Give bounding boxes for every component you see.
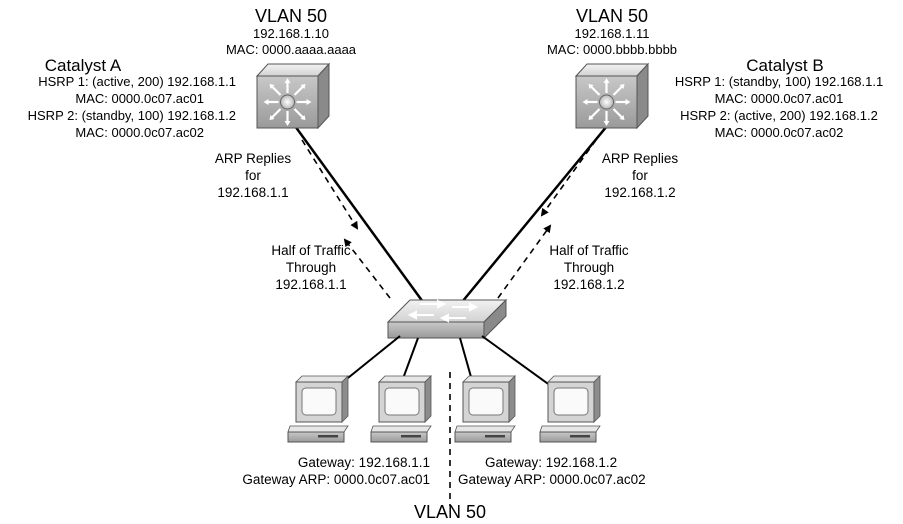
catalyst-b-hsrp2-mac: MAC: 0000.0c07.ac02 — [714, 125, 844, 140]
catalyst-b-arp-replies: ARP Replies — [601, 151, 679, 166]
catalyst-a-mac: MAC: 0000.aaaa.aaaa — [225, 42, 357, 57]
catalyst-b-hsrp2: HSRP 2: (active, 200) 192.168.1.2 — [680, 108, 878, 123]
catalyst-b-mac: MAC: 0000.bbbb.bbbb — [546, 42, 678, 57]
right-hosts-gateway: Gateway: 192.168.1.2 — [485, 455, 618, 470]
host-link-4 — [481, 335, 552, 387]
catalyst-b-vlan-title: VLAN 50 — [575, 6, 649, 26]
catalyst-b-traffic-label: Half of Traffic — [549, 243, 629, 258]
catalyst-a-arp-replies: ARP Replies — [214, 151, 292, 166]
catalyst-b-arp-for: for — [632, 168, 648, 183]
catalyst-b-ip: 192.168.1.11 — [574, 26, 650, 41]
uplink-a — [293, 125, 425, 303]
catalyst-a-traffic-ip: 192.168.1.1 — [275, 277, 347, 292]
catalyst-a-traffic-through: Through — [285, 260, 337, 275]
catalyst-a-hsrp2: HSRP 2: (standby, 100) 192.168.1.2 — [27, 108, 236, 123]
access-switch-icon — [386, 298, 508, 340]
left-hosts-gateway: Gateway: 192.168.1.1 — [297, 455, 430, 470]
arp-reply-arrow-b — [540, 139, 597, 217]
traffic-arrow-b — [497, 224, 552, 299]
workstation-icon — [287, 375, 349, 443]
catalyst-a-traffic-label: Half of Traffic — [271, 243, 351, 258]
catalyst-a-arp-for: for — [245, 168, 261, 183]
catalyst-b-traffic-ip: 192.168.1.2 — [553, 277, 625, 292]
catalyst-a-multilayer-switch-icon — [255, 62, 331, 130]
catalyst-b-traffic-through: Through — [563, 260, 615, 275]
workstation-icon — [539, 375, 601, 443]
catalyst-a-ip: 192.168.1.10 — [253, 26, 329, 41]
catalyst-b-arp-ip: 192.168.1.2 — [604, 185, 676, 200]
workstation-icon — [454, 375, 516, 443]
left-hosts-gateway-arp: Gateway ARP: 0000.0c07.ac01 — [242, 472, 430, 487]
catalyst-a-vlan-title: VLAN 50 — [254, 6, 328, 26]
catalyst-b-hsrp1-mac: MAC: 0000.0c07.ac01 — [714, 91, 844, 106]
catalyst-a-arp-ip: 192.168.1.1 — [217, 185, 289, 200]
catalyst-a-hsrp2-mac: MAC: 0000.0c07.ac02 — [75, 125, 204, 140]
right-hosts-gateway-arp: Gateway ARP: 0000.0c07.ac02 — [458, 472, 646, 487]
bottom-vlan-label: VLAN 50 — [413, 502, 487, 522]
traffic-arrow-a — [343, 238, 391, 299]
catalyst-b-multilayer-switch-icon — [574, 62, 650, 130]
catalyst-a-name: Catalyst A — [44, 56, 122, 75]
catalyst-a-hsrp1-mac: MAC: 0000.0c07.ac01 — [75, 91, 204, 106]
catalyst-a-hsrp1: HSRP 1: (active, 200) 192.168.1.1 — [38, 74, 236, 89]
catalyst-b-name: Catalyst B — [746, 56, 824, 75]
uplink-b — [461, 125, 608, 303]
workstation-icon — [370, 375, 432, 443]
catalyst-b-hsrp1: HSRP 1: (standby, 100) 192.168.1.1 — [674, 74, 884, 89]
